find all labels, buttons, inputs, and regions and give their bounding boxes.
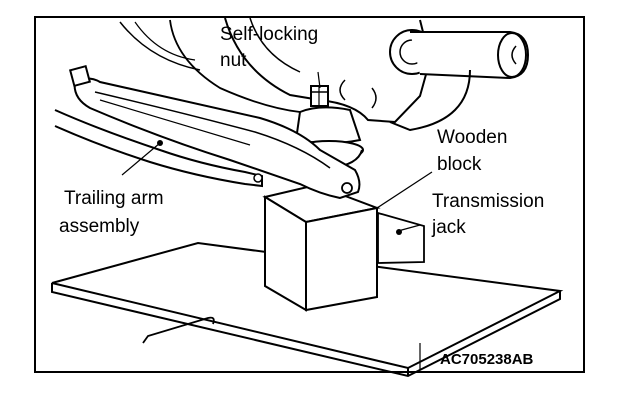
label-transmission-jack-line2: jack [431,217,466,238]
label-wooden-block-line1: Wooden [437,127,507,148]
label-wooden-block-line2: block [437,154,482,175]
self-locking-nut [310,85,329,107]
figure-code: AC705238AB [440,351,534,368]
leader-lines [121,71,433,370]
wooden-block [262,183,381,312]
label-self-locking-nut-line1: Self-locking [220,24,318,45]
label-trailing-arm-line2: assembly [59,216,140,237]
plate-handle-slot [142,316,215,344]
arm-bushing [68,64,92,88]
label-trailing-arm-line1: Trailing arm [64,188,164,209]
label-transmission-jack-line1: Transmission [432,191,544,212]
jack-post [377,211,425,264]
figure-border [34,16,585,373]
label-self-locking-nut-line2: nut [220,50,247,71]
